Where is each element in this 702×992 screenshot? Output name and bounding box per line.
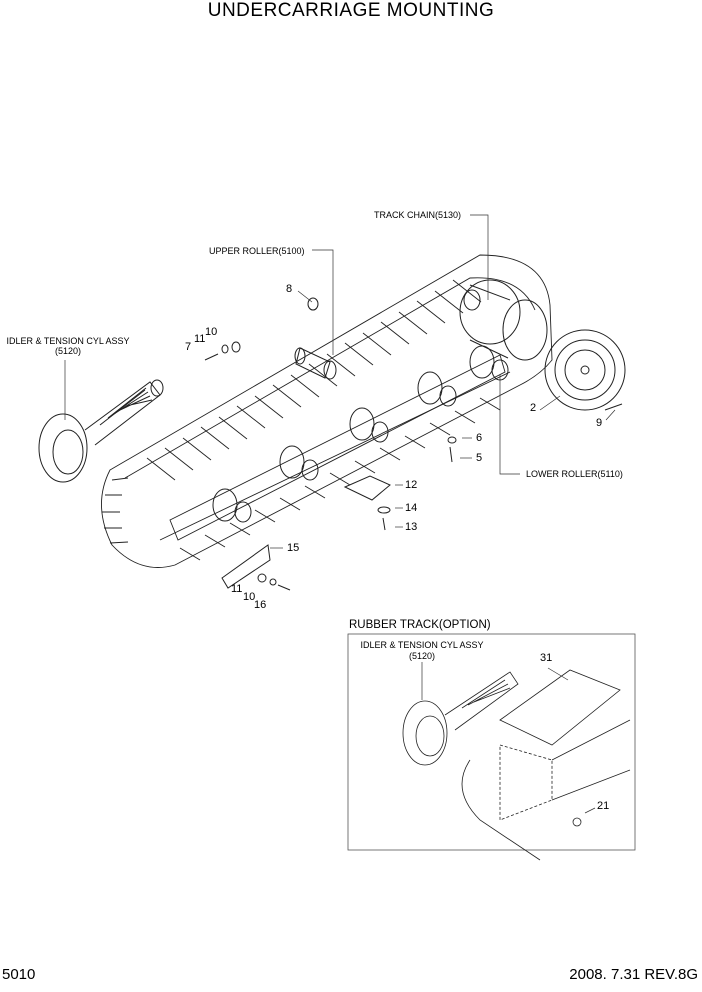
lower-rollers-drawing <box>212 345 509 523</box>
callout-12: 12 <box>405 479 418 491</box>
inset-leader-lines <box>421 662 596 814</box>
callout-7: 7 <box>185 341 192 353</box>
page-title: UNDERCARRIAGE MOUNTING <box>207 0 495 21</box>
inset-idler-assy-code: (5120) <box>408 651 435 661</box>
callout-5: 5 <box>476 452 483 464</box>
callout-11: 11 <box>194 333 206 345</box>
callout-11b: 11 <box>231 583 243 595</box>
sprocket-drawing <box>544 329 626 411</box>
revision-date: 2008. 7.31 REV.8G <box>569 966 698 983</box>
travel-motor-drawing <box>459 279 548 361</box>
callout-14: 14 <box>405 502 418 514</box>
upper-roller-drawing <box>294 347 337 380</box>
upper-roller-label: UPPER ROLLER(5100) <box>209 246 305 256</box>
fasteners-drawing <box>204 297 623 591</box>
inset-idler-assy-label: IDLER & TENSION CYL ASSY <box>360 640 484 650</box>
callout-8: 8 <box>286 283 293 295</box>
idler-tension-cyl-drawing <box>38 379 164 483</box>
callout-13: 13 <box>405 521 418 533</box>
callout-10b: 10 <box>243 591 256 603</box>
page-number: 5010 <box>2 966 36 983</box>
lower-roller-label: LOWER ROLLER(5110) <box>526 469 623 479</box>
callout-9: 9 <box>596 417 603 429</box>
callout-10: 10 <box>205 326 218 338</box>
leader-lines <box>64 214 616 549</box>
rubber-track-drawing <box>402 669 631 861</box>
callout-21: 21 <box>597 800 610 812</box>
idler-assy-label: IDLER & TENSION CYL ASSY <box>6 336 130 346</box>
callout-31: 31 <box>540 652 553 664</box>
rubber-track-inset-frame <box>347 633 636 851</box>
callout-16: 16 <box>254 599 267 611</box>
track-chain-body <box>101 254 553 568</box>
callout-6: 6 <box>476 432 483 444</box>
track-chain-label: TRACK CHAIN(5130) <box>374 210 462 220</box>
callout-2: 2 <box>530 402 537 414</box>
rubber-track-title: RUBBER TRACK(OPTION) <box>349 619 491 631</box>
idler-assy-code: (5120) <box>54 346 81 356</box>
callout-15: 15 <box>287 542 300 554</box>
